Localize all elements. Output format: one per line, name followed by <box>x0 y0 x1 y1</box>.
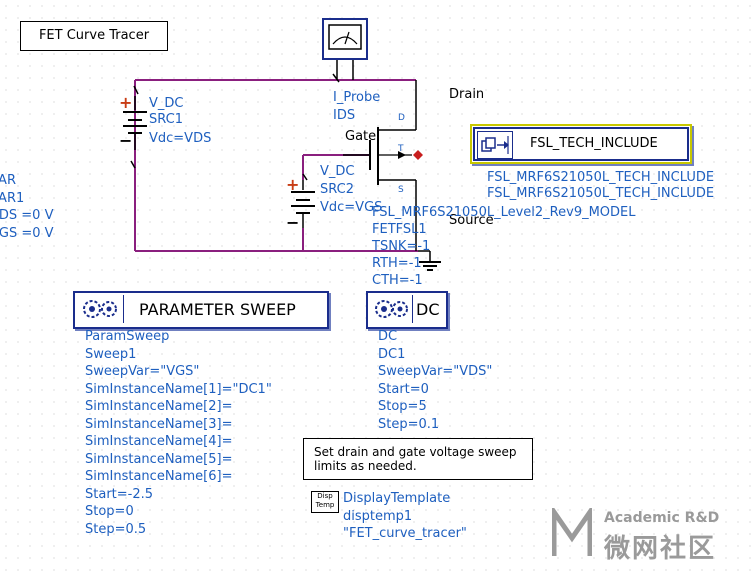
src1-type: V_DC <box>149 96 184 111</box>
src1-name: SRC1 <box>149 112 183 127</box>
pin-t-label: T <box>398 144 404 154</box>
dc-gear-icon <box>370 295 413 323</box>
svg-text:+: + <box>119 93 132 112</box>
display-template-properties: DisplayTemplate disptemp1 "FET_curve_tra… <box>343 490 467 543</box>
prop-line: SweepVar="VGS" <box>85 364 200 379</box>
note-text: Set drain and gate voltage sweep limits … <box>314 445 517 473</box>
sweep-gear-icon <box>77 295 124 323</box>
prop-line: Stop=5 <box>378 399 427 414</box>
prop-line: disptemp1 <box>343 508 413 524</box>
prop-line: Start=0 <box>378 381 429 397</box>
src1-symbol: + − <box>119 85 147 169</box>
prop-line: DC1 <box>378 346 406 362</box>
watermark-text-en: Academic R&D <box>604 510 720 526</box>
dc-properties: DC DC1 SweepVar="VDS" Start=0 Stop=5 Ste… <box>378 328 492 433</box>
tech-include-title: FSL_TECH_INCLUDE <box>530 136 658 151</box>
var-line: VGS =0 V <box>0 225 54 241</box>
svg-text:+: + <box>286 175 299 194</box>
prop-line: DisplayTemplate <box>343 491 451 506</box>
src2-symbol: + − <box>286 173 315 232</box>
current-probe-icon <box>322 18 368 83</box>
include-icon <box>477 131 513 159</box>
var-block[interactable]: VAR VAR1 VDS =0 V VGS =0 V <box>0 172 54 242</box>
dc-simulation-component[interactable]: DC <box>366 291 448 329</box>
ground-icon <box>419 261 441 271</box>
parameter-sweep-component[interactable]: PARAMETER SWEEP <box>73 291 329 329</box>
prop-line: SimInstanceName[4]= <box>85 434 233 449</box>
prop-line: SimInstanceName[1]="DC1" <box>85 381 272 397</box>
tech-include-line: FSL_MRF6S21050L_TECH_INCLUDE <box>487 186 715 201</box>
prop-line: Sweep1 <box>85 346 137 362</box>
display-template-icon[interactable]: Disp Temp <box>311 491 339 513</box>
fet-tsnk: TSNK=-1 <box>372 239 431 254</box>
fet-rth: RTH=-1 <box>372 256 422 271</box>
schematic-title-box[interactable]: FET Curve Tracer <box>20 21 168 51</box>
pin-s-label: S <box>398 185 404 195</box>
prop-line: SweepVar="VDS" <box>378 364 493 379</box>
probe-name: IDS <box>333 108 356 123</box>
fet-model: FSL_MRF6S21050L_Level2_Rev9_MODEL <box>372 205 636 220</box>
prop-line: Step=0.5 <box>85 521 147 537</box>
var-line: VAR1 <box>0 190 25 206</box>
prop-line: SimInstanceName[2]= <box>85 399 233 414</box>
watermark-text-cn: 微网社区 <box>604 534 717 564</box>
param-sweep-properties: ParamSweep Sweep1 SweepVar="VGS" SimInst… <box>85 328 272 538</box>
fet-transistor-icon <box>343 115 423 190</box>
fet-name: FETFSL1 <box>372 222 427 237</box>
gate-label: Gate <box>345 129 377 144</box>
prop-line: SimInstanceName[5]= <box>85 451 233 467</box>
svg-text:−: − <box>119 131 132 150</box>
parameter-sweep-title: PARAMETER SWEEP <box>139 300 296 319</box>
prop-line: SimInstanceName[6]= <box>85 469 233 484</box>
pin-d-label: D <box>398 113 405 123</box>
src2-type: V_DC <box>320 164 355 179</box>
drain-label: Drain <box>449 87 485 102</box>
watermark-logo-icon <box>551 503 593 558</box>
prop-line: Step=0.1 <box>378 416 440 432</box>
prop-line: ParamSweep <box>85 329 170 344</box>
icon-text-bottom: Temp <box>315 501 335 509</box>
src2-name: SRC2 <box>320 182 354 197</box>
tech-include-component[interactable]: FSL_TECH_INCLUDE <box>470 124 692 164</box>
note-text-box[interactable]: Set drain and gate voltage sweep limits … <box>303 438 533 480</box>
tech-include-line: FSL_MRF6S21050L_TECH_INCLUDE <box>487 170 715 185</box>
prop-line: SimInstanceName[3]= <box>85 416 233 432</box>
src1-value: Vdc=VDS <box>149 131 212 146</box>
svg-text:−: − <box>286 213 299 232</box>
var-line: VAR <box>0 173 16 188</box>
probe-type: I_Probe <box>333 90 381 105</box>
fet-properties: FSL_MRF6S21050L_Level2_Rev9_MODEL FETFSL… <box>372 204 636 289</box>
fet-cth: CTH=-1 <box>372 273 423 288</box>
prop-line: Start=-2.5 <box>85 486 154 502</box>
source-label: Source <box>449 213 494 228</box>
prop-line: Stop=0 <box>85 504 134 519</box>
icon-text-top: Disp <box>317 492 333 500</box>
prop-line: DC <box>378 329 398 344</box>
var-line: VDS =0 V <box>0 208 54 223</box>
dc-title: DC <box>416 300 440 319</box>
prop-line: "FET_curve_tracer" <box>343 526 467 541</box>
src2-value: Vdc=VGS <box>320 200 383 215</box>
